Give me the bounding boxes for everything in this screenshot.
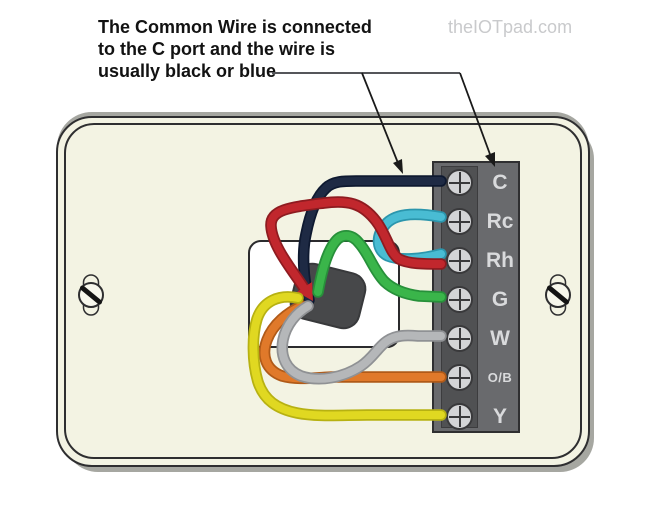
annotation-line-2: to the C port and the wire is: [98, 39, 336, 59]
terminal-screw-rc: [446, 208, 473, 235]
watermark: theIOTpad.com: [448, 17, 573, 37]
terminal-screw-y: [446, 403, 473, 430]
terminal-screw-g: [446, 286, 473, 313]
terminal-block: C Rc Rh G W O/B Y: [432, 161, 520, 433]
terminal-row-g: G: [434, 280, 518, 319]
wire-window: [248, 240, 400, 348]
terminal-row-ob: O/B: [434, 358, 518, 397]
terminal-screw-w: [446, 325, 473, 352]
terminal-label-g: G: [491, 288, 509, 311]
terminal-label-w: W: [490, 327, 510, 350]
wall-plate-inner-outline: [64, 123, 582, 459]
terminal-row-c: C: [434, 163, 518, 202]
terminal-screw-ob: [446, 364, 473, 391]
annotation-text: The Common Wire is connected to the C po…: [98, 16, 372, 82]
terminal-row-rh: Rh: [434, 241, 518, 280]
terminal-row-rc: Rc: [434, 202, 518, 241]
terminal-label-y: Y: [492, 405, 507, 428]
terminal-row-w: W: [434, 319, 518, 358]
terminal-row-y: Y: [434, 397, 518, 436]
terminal-label-rh: Rh: [486, 249, 514, 272]
terminal-label-ob: O/B: [487, 370, 513, 385]
terminal-screw-c: [446, 169, 473, 196]
terminal-label-rc: Rc: [486, 210, 514, 233]
annotation-line-3: usually black or blue: [98, 61, 277, 81]
terminal-label-c: C: [492, 171, 508, 194]
annotation-line-1: The Common Wire is connected: [98, 17, 372, 37]
terminal-screw-rh: [446, 247, 473, 274]
